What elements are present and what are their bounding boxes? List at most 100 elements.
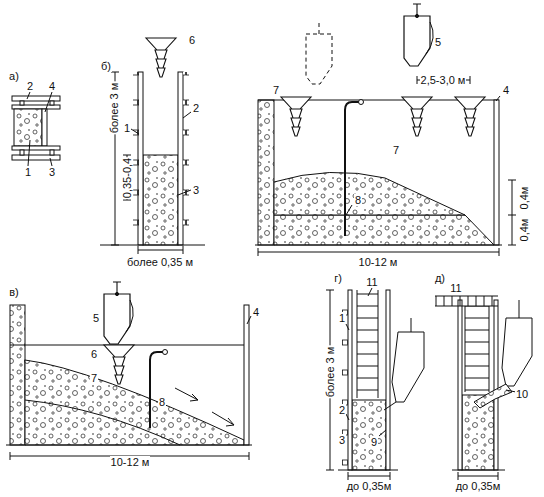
dimension-label: 0,4м <box>518 186 530 211</box>
column-chute-formwork-part <box>435 296 498 306</box>
column-chute-formwork <box>435 296 532 480</box>
column-chute-formwork-part <box>452 470 505 471</box>
column-formwork-part <box>143 155 178 245</box>
callout-number: 2 <box>26 80 34 92</box>
formwork-plan-part <box>20 101 24 105</box>
dimension-label: более 0,35 м <box>126 256 194 268</box>
column-chute-formwork-part <box>465 306 489 392</box>
wall-formwork-part <box>404 4 433 66</box>
wall-formwork-part <box>359 100 364 105</box>
sloped-placement-part <box>6 445 252 446</box>
callout-number: 1 <box>24 166 32 178</box>
column-ladder-formwork <box>326 288 424 480</box>
column-chute-formwork-part <box>474 384 512 408</box>
column-chute-formwork-part <box>519 300 520 318</box>
column-ladder-formwork-part <box>357 290 378 396</box>
callout-number: 8 <box>158 396 166 408</box>
callout-number: 3 <box>192 184 200 196</box>
wall-formwork-part <box>274 172 465 215</box>
column-ladder-formwork-part <box>357 290 378 398</box>
wall-formwork-part <box>402 97 432 136</box>
dimension-label: 10-12 м <box>358 256 399 268</box>
callout-number: 3 <box>338 434 346 446</box>
callout-number: 2 <box>338 404 346 416</box>
sloped-placement-part <box>104 345 134 384</box>
column-chute-formwork-part <box>458 390 516 480</box>
wall-formwork-part <box>346 96 500 215</box>
dimension-label: более 3 м <box>324 346 336 399</box>
formwork-plan-part <box>12 105 60 109</box>
wall-formwork-part <box>494 100 499 245</box>
sloped-placement-part <box>10 316 251 460</box>
panel-letter: в) <box>8 286 20 298</box>
formwork-plan-part <box>27 92 52 166</box>
sloped-placement-part <box>25 400 180 445</box>
column-ladder-formwork-part <box>338 470 398 471</box>
column-formwork-part <box>133 72 139 242</box>
column-formwork-part <box>131 112 191 195</box>
dimension-label: более 3 м <box>108 82 120 135</box>
wall-formwork-part <box>258 100 274 245</box>
sloped-placement-part <box>25 360 244 445</box>
callout-number: 9 <box>370 436 378 448</box>
callout-number: 11 <box>449 282 462 294</box>
callout-number: 8 <box>354 194 362 206</box>
callout-number: 2 <box>192 102 200 114</box>
callout-number: 6 <box>188 34 196 46</box>
callout-number: 5 <box>92 312 100 324</box>
wall-formwork-part <box>508 180 516 245</box>
wall-formwork-part <box>345 102 360 236</box>
formwork-plan-part <box>20 150 24 155</box>
wall-formwork-part <box>274 215 494 245</box>
panel-letter: г) <box>333 272 343 284</box>
callout-number: 11 <box>365 276 378 288</box>
callout-number: 5 <box>434 36 442 48</box>
callout-number: 4 <box>502 84 510 96</box>
callout-number: 10 <box>515 388 529 400</box>
dimension-label: 10-12 м <box>110 456 151 468</box>
formwork-plan-part <box>14 109 42 146</box>
wall-formwork <box>255 4 516 256</box>
wall-formwork-part <box>306 22 332 84</box>
sloped-placement <box>6 282 252 460</box>
column-chute-formwork-part <box>502 318 532 386</box>
sloped-placement-part <box>163 350 168 355</box>
sloped-placement-part <box>10 305 25 445</box>
column-ladder-formwork-part <box>386 290 390 470</box>
column-chute-formwork-part <box>458 300 462 470</box>
column-ladder-formwork-part <box>384 402 396 410</box>
column-ladder-formwork-part <box>411 318 412 332</box>
callout-number: 7 <box>90 372 98 384</box>
panel-letter: а) <box>8 70 20 82</box>
sloped-placement-part <box>150 352 164 428</box>
column-chute-formwork-part <box>435 296 498 306</box>
column-formwork <box>100 38 205 254</box>
column-chute-formwork-part <box>465 306 489 392</box>
column-formwork-part <box>146 38 176 77</box>
callout-number: 7 <box>392 144 400 156</box>
callout-number: 4 <box>252 306 260 318</box>
formwork-plan <box>12 92 60 166</box>
formwork-plan-part <box>42 109 47 146</box>
column-formwork-part <box>178 72 183 245</box>
callout-number: 4 <box>48 80 56 92</box>
formwork-plan-part <box>50 101 54 105</box>
formwork-plan-part <box>12 146 60 150</box>
column-formwork-part <box>111 72 183 254</box>
wall-formwork-part <box>455 97 485 136</box>
formwork-plan-part <box>12 155 60 160</box>
dimension-label: 0,4м <box>518 218 530 243</box>
callout-number: 1 <box>123 122 131 134</box>
formwork-plan-part <box>12 96 60 101</box>
callout-number: 6 <box>90 348 98 360</box>
dimension-label: 0,35-0,4 <box>121 157 133 199</box>
callout-number: 1 <box>338 312 346 324</box>
column-formwork-part <box>183 72 189 242</box>
formwork-plan-part <box>50 150 54 155</box>
callout-number: 3 <box>48 166 56 178</box>
wall-formwork-part <box>255 245 502 246</box>
dimension-label: до 0,35м <box>455 480 502 492</box>
column-ladder-formwork-part <box>392 332 424 402</box>
wall-formwork-part-part <box>306 22 332 84</box>
dimension-label: до 0,35м <box>346 480 393 492</box>
